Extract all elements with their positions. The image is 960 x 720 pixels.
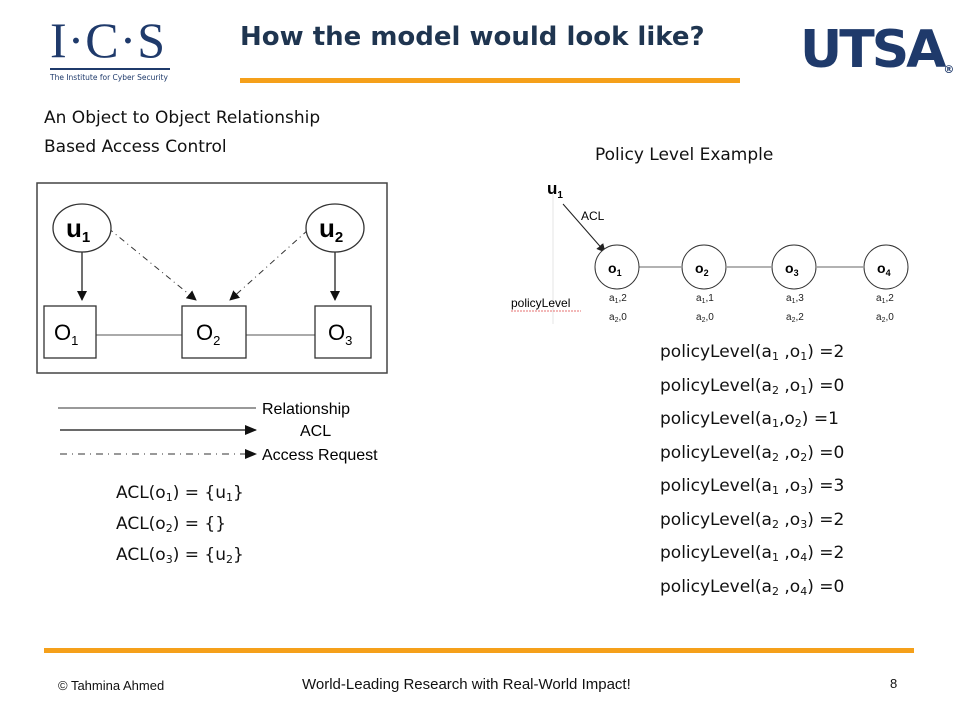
policy-acl-arrow bbox=[562, 203, 606, 253]
policy-level-value: a1,2 bbox=[876, 293, 894, 305]
legend-relationship-label: Relationship bbox=[262, 401, 350, 418]
policy-level-value: a1,3 bbox=[786, 293, 804, 305]
policy-level-value: a1,1 bbox=[696, 293, 714, 305]
policy-object-o3-label: o bbox=[785, 260, 794, 276]
policy-object-o1-label: o bbox=[608, 260, 617, 276]
policy-user-u1-sub: 1 bbox=[557, 190, 563, 201]
policy-level-entry: policyLevel(a1 ,o3) =3 bbox=[660, 476, 845, 497]
user-u2-sub: 2 bbox=[335, 229, 343, 246]
object-node-o3 bbox=[314, 305, 372, 359]
object-o2-sub: 2 bbox=[213, 333, 220, 348]
policy-object-o1-sub: 1 bbox=[617, 268, 622, 278]
policy-level-entry: policyLevel(a1 ,o1) =2 bbox=[660, 342, 845, 363]
acl-entry: ACL(o3) = {u2} bbox=[116, 545, 244, 566]
slide-title: How the model would look like? bbox=[240, 22, 705, 52]
policy-level-value: a2,0 bbox=[609, 312, 627, 324]
policy-example-label: Policy Level Example bbox=[595, 145, 774, 165]
object-o3-label: O bbox=[328, 320, 345, 345]
policy-level-entry: policyLevel(a2 ,o1) =0 bbox=[660, 375, 845, 397]
policy-level-entry: policyLevel(a2 ,o2) =0 bbox=[660, 442, 845, 464]
title-underline bbox=[240, 78, 740, 83]
footer-tagline: World-Leading Research with Real-World I… bbox=[302, 676, 631, 693]
user-node-u2 bbox=[305, 203, 365, 253]
acl-entry: ACL(o2) = {} bbox=[116, 514, 227, 535]
policy-object-o2-label: o bbox=[695, 260, 704, 276]
policy-object-o4-label: o bbox=[877, 260, 886, 276]
ics-logo-subtitle: The Institute for Cyber Security bbox=[50, 73, 168, 82]
user-u1-sub: 1 bbox=[82, 229, 90, 246]
policy-object-o2-sub: 2 bbox=[704, 268, 709, 278]
object-node-o2 bbox=[181, 305, 247, 359]
policy-level-diagram: u1 ACL o1 o2 o3 o4 policyLevel a1,2 a2,0… bbox=[511, 179, 909, 324]
user-node-u1 bbox=[52, 203, 112, 253]
policy-level-list: policyLevel(a1 ,o1) =2 policyLevel(a2 ,o… bbox=[660, 338, 844, 606]
svg-text:O1: O1 bbox=[54, 320, 78, 348]
policy-level-value: a2,0 bbox=[876, 312, 894, 324]
model-subtitle: An Object to Object Relationship Based A… bbox=[44, 104, 404, 162]
svg-text:u1: u1 bbox=[547, 179, 563, 201]
diagram-legend: Relationship ACL Access Request bbox=[58, 401, 378, 464]
policy-level-entry: policyLevel(a2 ,o3) =2 bbox=[660, 509, 845, 531]
relationship-diagram: u1 u2 O1 O2 O3 bbox=[36, 182, 388, 374]
page-number: 8 bbox=[890, 676, 898, 691]
svg-text:O2: O2 bbox=[196, 320, 220, 348]
model-subtitle-line1: An Object to Object Relationship bbox=[44, 108, 321, 128]
utsa-logo-text: UTSA bbox=[800, 20, 946, 80]
registered-mark: ® bbox=[943, 63, 955, 76]
svg-text:o1: o1 bbox=[608, 260, 622, 278]
policy-object-o1 bbox=[594, 244, 640, 290]
ics-logo-letters: I·C·S bbox=[50, 12, 167, 68]
utsa-logo: UTSA® bbox=[800, 20, 954, 80]
svg-text:o4: o4 bbox=[877, 260, 891, 278]
policy-acl-label: ACL bbox=[581, 209, 605, 223]
policy-level-entry: policyLevel(a1,o2) =1 bbox=[660, 409, 839, 430]
policy-level-value: a2,2 bbox=[786, 312, 804, 324]
object-o2-label: O bbox=[196, 320, 213, 345]
user-u2-label: u bbox=[319, 213, 335, 243]
svg-text:u2: u2 bbox=[319, 213, 343, 246]
model-subtitle-line2: Based Access Control bbox=[44, 137, 227, 157]
user-u1-label: u bbox=[66, 213, 82, 243]
access-request-arrow-u2-o2 bbox=[229, 229, 309, 301]
footer-author: © Tahmina Ahmed bbox=[58, 678, 165, 693]
policy-level-label: policyLevel bbox=[511, 296, 570, 310]
policy-object-o3-sub: 3 bbox=[794, 268, 799, 278]
policy-object-o2 bbox=[681, 244, 727, 290]
ics-logo-rule bbox=[50, 68, 170, 70]
svg-text:O3: O3 bbox=[328, 320, 352, 348]
footer-rule bbox=[44, 648, 914, 653]
policy-object-o3 bbox=[771, 244, 817, 290]
svg-text:u1: u1 bbox=[66, 213, 90, 246]
ics-logo: I·C·S The Institute for Cyber Security bbox=[50, 14, 175, 88]
object-o1-label: O bbox=[54, 320, 71, 345]
policy-level-value: a2,0 bbox=[696, 312, 714, 324]
policy-level-value: a1,2 bbox=[609, 293, 627, 305]
policy-object-o4-sub: 4 bbox=[886, 268, 891, 278]
policy-level-entry: policyLevel(a1 ,o4) =2 bbox=[660, 543, 845, 564]
object-node-o1 bbox=[43, 305, 97, 359]
acl-entry: ACL(o1) = {u1} bbox=[116, 483, 244, 504]
legend-access-request-label: Access Request bbox=[262, 447, 378, 464]
acl-list: ACL(o1) = {u1} ACL(o2) = {} ACL(o3) = {u… bbox=[116, 480, 244, 573]
policy-user-u1-label: u bbox=[547, 179, 557, 198]
policy-level-entry: policyLevel(a2 ,o4) =0 bbox=[660, 576, 845, 598]
policy-object-o4 bbox=[863, 244, 909, 290]
object-o3-sub: 3 bbox=[345, 333, 352, 348]
svg-text:o3: o3 bbox=[785, 260, 799, 278]
svg-text:o2: o2 bbox=[695, 260, 709, 278]
legend-acl-label: ACL bbox=[300, 423, 331, 440]
object-o1-sub: 1 bbox=[71, 333, 78, 348]
access-request-arrow-u1-o2 bbox=[107, 227, 197, 301]
